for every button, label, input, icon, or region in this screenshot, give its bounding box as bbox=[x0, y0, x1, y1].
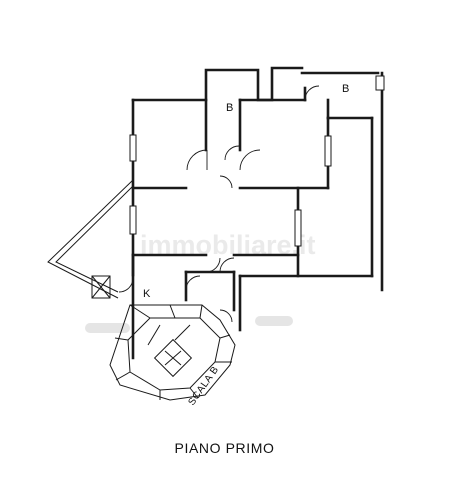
vent-box bbox=[91, 275, 111, 299]
blurred-mark-left bbox=[85, 323, 130, 333]
exterior-walls bbox=[131, 66, 384, 360]
window-central bbox=[294, 209, 302, 247]
plan-title: PIANO PRIMO bbox=[174, 440, 275, 456]
interior-walls bbox=[131, 98, 330, 312]
room-label-bathroom-upper: B bbox=[226, 102, 233, 114]
stairwell bbox=[109, 304, 236, 401]
window-left-middle bbox=[129, 205, 137, 235]
doors bbox=[118, 85, 320, 323]
windows bbox=[129, 75, 385, 247]
room-label-kitchen: K bbox=[143, 288, 151, 300]
stair-core bbox=[153, 338, 193, 378]
window-right-room bbox=[324, 135, 332, 167]
blurred-mark-right bbox=[255, 316, 293, 326]
balcony bbox=[47, 179, 134, 299]
window-left-upper bbox=[129, 134, 137, 162]
window-top-right bbox=[375, 75, 385, 91]
room-label-bathroom-right: B bbox=[342, 83, 349, 95]
